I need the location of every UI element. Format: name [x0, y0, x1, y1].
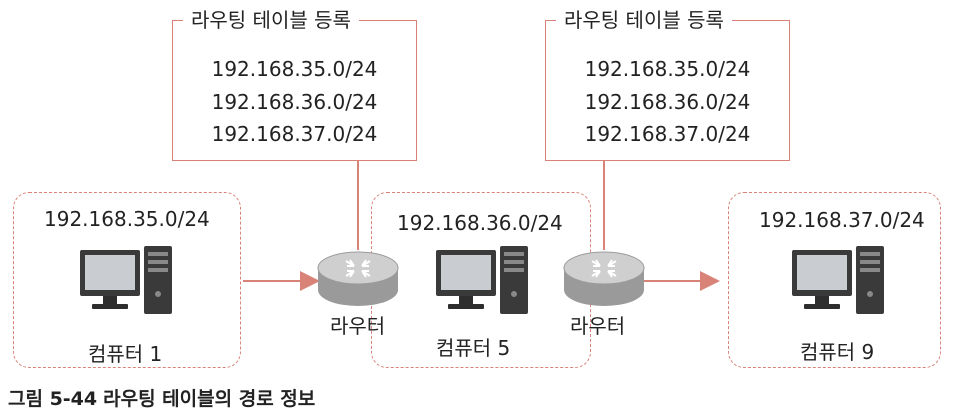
computer-icon	[792, 246, 884, 314]
routing-table-title: 라우팅 테이블 등록	[556, 6, 732, 34]
routing-table-entry: 192.168.37.0/24	[584, 122, 751, 146]
figure-number: 그림 5-44	[8, 388, 98, 410]
router-icon	[317, 251, 399, 306]
network-segment-3	[728, 192, 941, 368]
network-address: 192.168.36.0/24	[397, 211, 563, 235]
routing-table-entry: 192.168.35.0/24	[211, 57, 378, 81]
routing-table-entry: 192.168.36.0/24	[584, 90, 751, 114]
computer-icon	[436, 246, 528, 314]
router-icon	[563, 251, 645, 306]
router-label: 라우터	[570, 314, 626, 338]
routing-table-1: 라우팅 테이블 등록 192.168.35.0/24 192.168.36.0/…	[172, 6, 417, 161]
network-segment-1	[13, 192, 241, 368]
routing-table-entry: 192.168.36.0/24	[211, 90, 378, 114]
network-address: 192.168.35.0/24	[44, 207, 210, 231]
router-label: 라우터	[330, 314, 386, 338]
computer-label: 컴퓨터 1	[88, 342, 163, 366]
routing-table-2: 라우팅 테이블 등록 192.168.35.0/24 192.168.36.0/…	[545, 6, 790, 161]
routing-table-entry: 192.168.35.0/24	[584, 57, 751, 81]
figure-caption-text: 라우팅 테이블의 경로 정보	[103, 388, 316, 410]
computer-label: 컴퓨터 5	[436, 336, 511, 360]
network-address: 192.168.37.0/24	[759, 208, 925, 232]
computer-label: 컴퓨터 9	[800, 340, 875, 364]
computer-icon	[80, 246, 172, 314]
routing-table-entry: 192.168.37.0/24	[211, 122, 378, 146]
routing-table-title: 라우팅 테이블 등록	[183, 6, 359, 34]
